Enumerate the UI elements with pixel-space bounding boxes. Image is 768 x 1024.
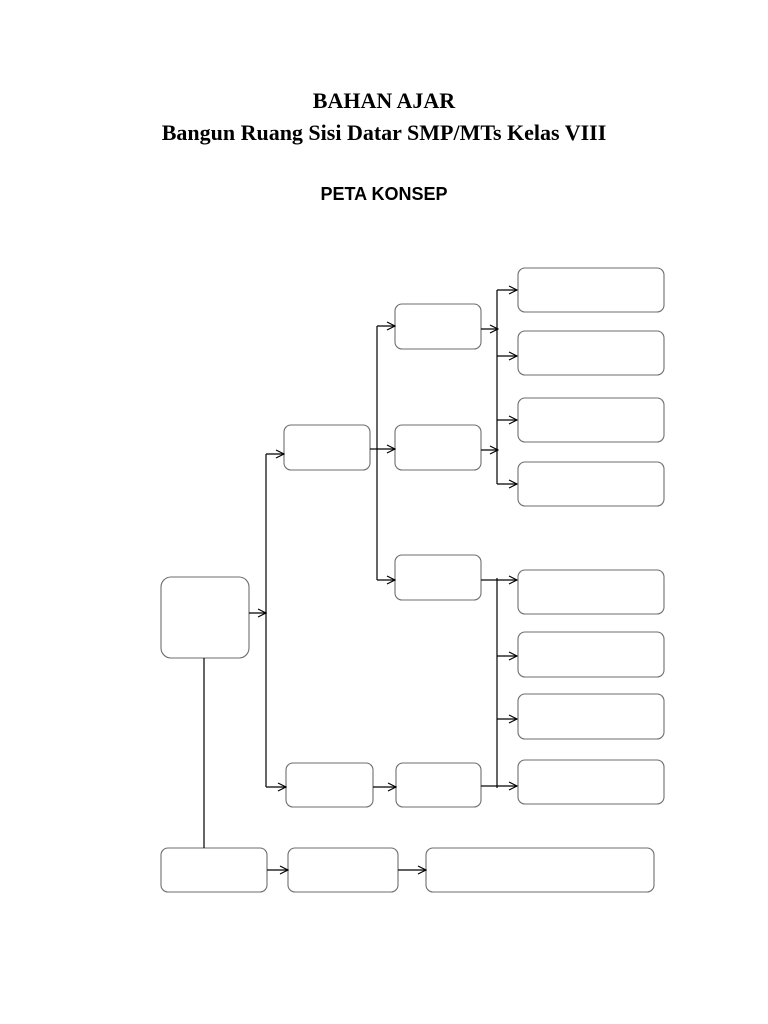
concept-box-root <box>160 576 250 659</box>
concept-box-l3-2 <box>517 330 665 376</box>
concept-box-bottom-1 <box>160 847 268 893</box>
concept-box-bottom-3 <box>425 847 655 893</box>
concept-box-bottom-2 <box>287 847 399 893</box>
concept-box-l3-3 <box>517 397 665 443</box>
concept-box-l2-d <box>395 762 482 808</box>
document-subtitle: Bangun Ruang Sisi Datar SMP/MTs Kelas VI… <box>161 120 607 145</box>
concept-box-l3-8 <box>517 759 665 805</box>
connectors-l1-top <box>370 326 395 580</box>
section-heading: PETA KONSEP <box>320 184 448 204</box>
concept-box-l3-6 <box>517 631 665 678</box>
concept-box-l2-b <box>394 424 482 471</box>
connectors-upper-branch <box>481 290 517 484</box>
concept-box-l2-a <box>394 303 482 350</box>
concept-box-l2-c <box>394 554 482 601</box>
concept-box-l3-5 <box>517 569 665 615</box>
concept-box-l3-7 <box>517 693 665 740</box>
document-title: BAHAN AJAR <box>312 88 456 113</box>
connectors-lower-branch <box>481 578 517 788</box>
concept-box-l1-bottom <box>285 762 374 808</box>
concept-box-l3-4 <box>517 461 665 507</box>
concept-box-l3-1 <box>517 267 665 313</box>
connectors-root <box>203 454 286 848</box>
concept-box-l1-top <box>283 424 371 471</box>
